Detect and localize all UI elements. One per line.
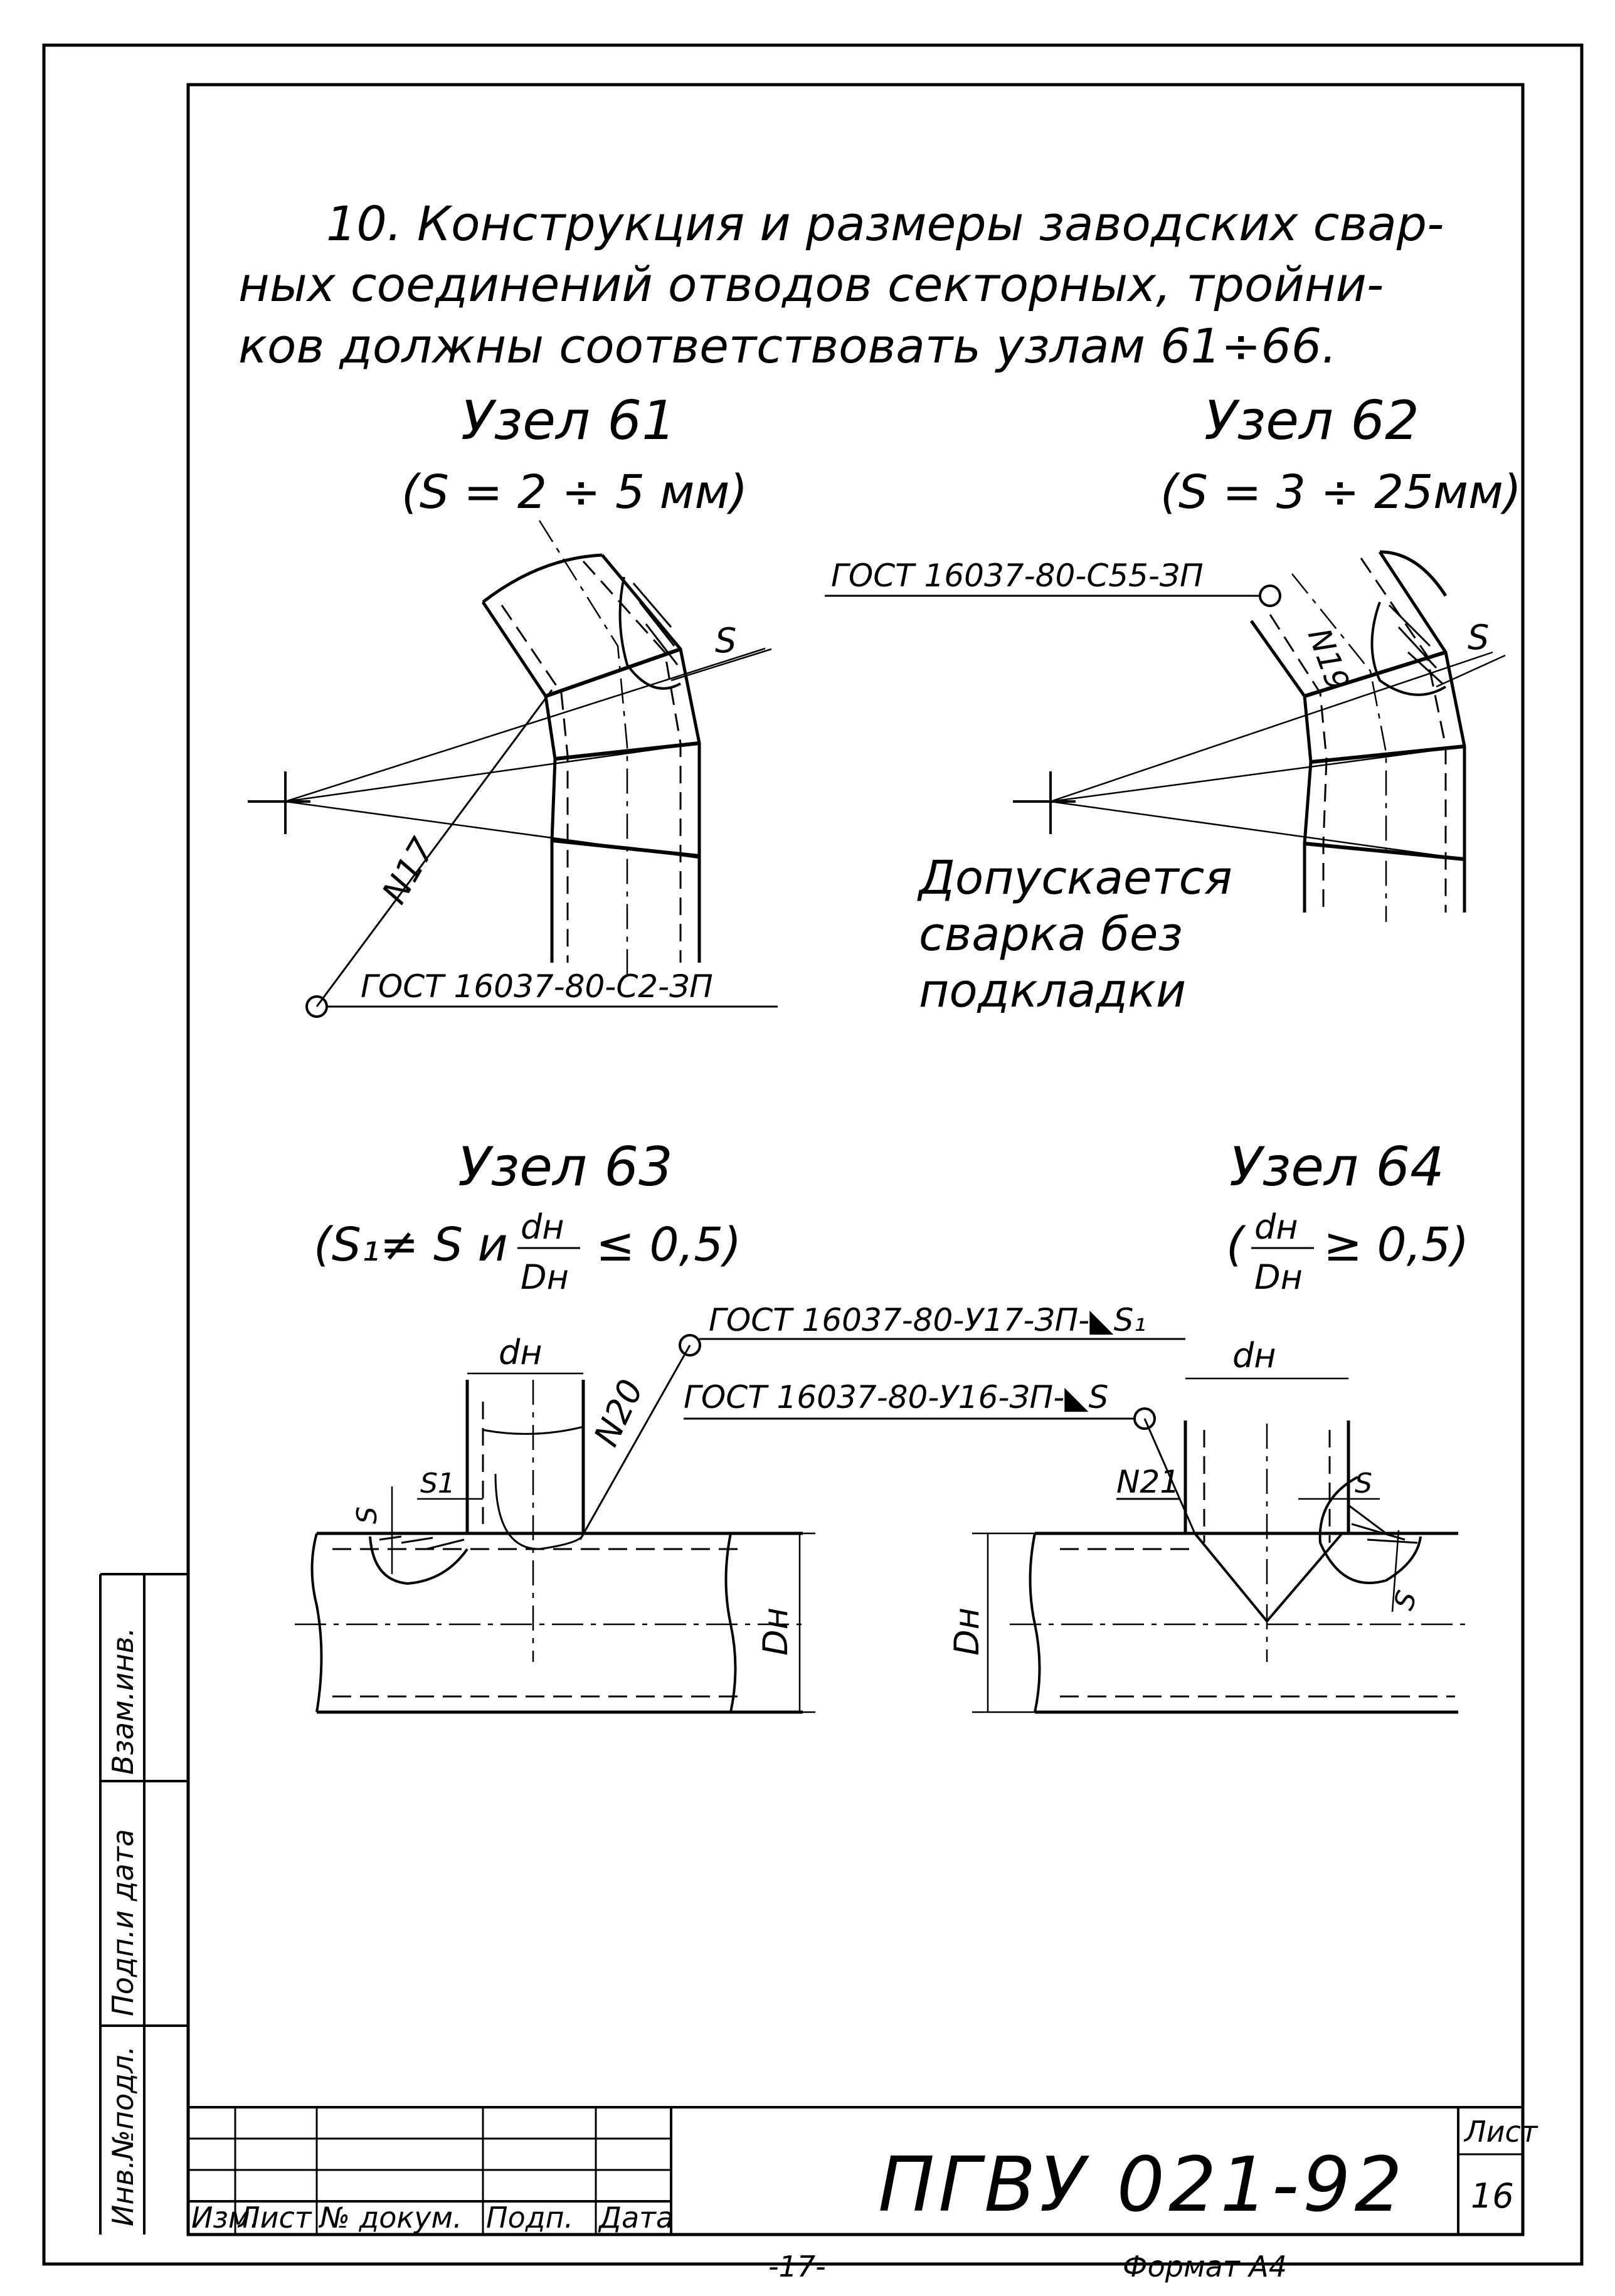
title-col-izm: Изм. — [191, 2201, 259, 2235]
node-62-title: Узел 62 — [1204, 389, 1419, 452]
title-block: Изм. Лист № докум. Подп. Дата ПГВУ 021-9… — [188, 2106, 1538, 2235]
node-64-dim-d: dн — [1232, 1336, 1276, 1375]
node-61-title: Узел 61 — [461, 389, 676, 452]
node-63-frac-den: Dн — [521, 1257, 569, 1297]
node-62-dim-s: S — [1468, 618, 1489, 657]
doc-code: ПГВУ 021-92 — [878, 2142, 1406, 2229]
intro-line-2: ных соединений отводов секторных, тройни… — [238, 257, 1384, 312]
sheet-label: Лист — [1463, 2115, 1538, 2149]
node-63-dim-d: dн — [499, 1333, 543, 1372]
node-62-note-1: Допускается — [917, 851, 1232, 905]
intro-line-1: 10. Конструкция и размеры заводских свар… — [326, 196, 1444, 251]
node-63: Узел 63 (S₁≠ S и dн Dн ≤ 0,5) ГОСТ 16037… — [295, 1136, 1185, 1714]
title-col-date: Дата — [598, 2201, 674, 2235]
node-63-cond-left: (S₁≠ S и — [314, 1218, 508, 1272]
node-61-dim-s: S — [715, 621, 736, 660]
drawing-frame — [186, 83, 1525, 2236]
node-64-cond-left: ( — [1226, 1218, 1246, 1272]
node-62-std: ГОСТ 16037-80-С55-ЗП — [831, 558, 1204, 594]
node-64: Узел 64 ( dн Dн ≥ 0,5) ГОСТ 16037-80-У16… — [684, 1136, 1469, 1714]
node-64-dim-D: Dн — [947, 1607, 987, 1656]
node-63-dim-s1: S1 — [420, 1468, 455, 1500]
node-61-weld-no: N17 — [374, 832, 443, 911]
node-64-title: Узел 64 — [1229, 1136, 1444, 1198]
node-64-dim-s: S — [1355, 1468, 1372, 1500]
node-63-cond-right: ≤ 0,5) — [596, 1218, 741, 1272]
node-63-dim-s: S — [351, 1506, 383, 1524]
node-63-weld-no: N20 — [586, 1373, 651, 1452]
node-62-note-2: сварка без — [919, 907, 1183, 961]
node-63-std: ГОСТ 16037-80-У17-ЗП-◣S₁ — [709, 1302, 1146, 1338]
node-61-std: ГОСТ 16037-80-С2-ЗП — [361, 968, 713, 1005]
node-64-frac-den: Dн — [1254, 1257, 1303, 1297]
side-stamp-cell-3: Инв.№подл. — [106, 2046, 140, 2226]
sheet-border — [42, 43, 1584, 2266]
node-62: Узел 62 (S = 3 ÷ 25мм) ГОСТ 16037-80-С55… — [825, 389, 1522, 1018]
node-62-condition: (S = 3 ÷ 25мм) — [1160, 465, 1522, 519]
side-stamp: Взам.инв. Подп.и дата Инв.№подл. — [99, 1573, 188, 2235]
node-64-frac-num: dн — [1254, 1207, 1298, 1247]
node-62-weld-no: N19 — [1301, 623, 1357, 696]
node-63-title: Узел 63 — [458, 1136, 673, 1198]
title-col-list: Лист — [237, 2201, 312, 2235]
side-stamp-cell-2: Подп.и дата — [106, 1829, 140, 2016]
node-61-condition: (S = 2 ÷ 5 мм) — [401, 465, 748, 519]
sheet-number: 16 — [1471, 2176, 1514, 2216]
side-stamp-cell-1: Взам.инв. — [106, 1627, 140, 1775]
node-63-dim-D: Dн — [756, 1607, 795, 1656]
node-64-std: ГОСТ 16037-80-У16-ЗП-◣S — [684, 1379, 1108, 1415]
node-63-frac-num: dн — [521, 1207, 564, 1247]
page-number: -17- — [768, 2250, 826, 2283]
node-61: Узел 61 (S = 2 ÷ 5 мм) S N17 ГОСТ 16037 — [248, 389, 778, 1018]
paper-format: Формат А4 — [1123, 2250, 1287, 2283]
title-col-doc: № докум. — [318, 2201, 462, 2235]
node-62-note-3: подкладки — [919, 964, 1186, 1018]
title-col-sign: Подп. — [486, 2201, 573, 2235]
node-64-cond-right: ≥ 0,5) — [1323, 1218, 1469, 1272]
node-64-weld-no: N21 — [1116, 1464, 1180, 1500]
intro-line-3: ков должны соответствовать узлам 61÷66. — [238, 318, 1337, 374]
